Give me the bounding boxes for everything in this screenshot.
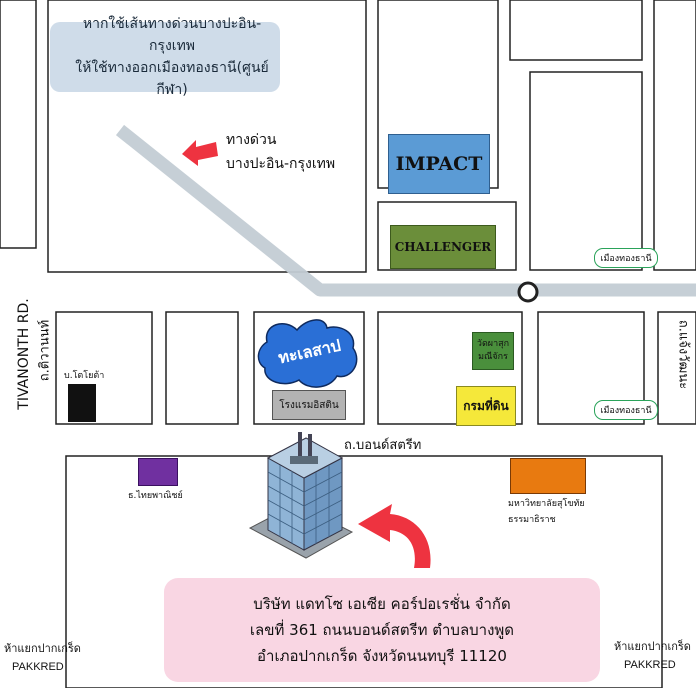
muangthong-sign-top: เมืองทองธานี [594, 248, 658, 268]
company-name: บริษัท แดทโซ เอเซีย คอร์ปอเรชั่น จำกัด [253, 595, 511, 613]
block [657, 311, 696, 425]
stou-label: มหาวิทยาลัยสุโขทัย ธรรมาธิราช [508, 496, 585, 528]
impact-building: IMPACT [388, 134, 490, 194]
expressway-note: หากใช้เส้นทางด่วนบางปะอิน-กรุงเทพ ให้ใช้… [50, 16, 280, 98]
challenger-building: CHALLENGER [390, 225, 496, 269]
block [0, 0, 37, 249]
office-building-icon [248, 432, 354, 559]
expressway-arrow-icon [182, 140, 218, 166]
roundabout-icon [517, 281, 539, 303]
stou-building [510, 458, 586, 494]
land-dept-building: กรมที่ดิน [456, 386, 516, 426]
junction-right-en: PAKKRED [624, 659, 676, 671]
company-address-box: บริษัท แดทโซ เอเซีย คอร์ปอเรชั่น จำกัด เ… [164, 578, 600, 682]
tivanon-road-th: ถ.ติวานนท์ [37, 319, 53, 382]
junction-right-th: ห้าแยกปากเกร็ด [614, 640, 691, 653]
block [165, 311, 239, 425]
toyota-building [68, 384, 96, 422]
temple-label-line1: วัดผาสุก [476, 339, 510, 349]
temple-label-line2: มณีจักร [478, 352, 508, 362]
muangthong-label: เมืองทองธานี [600, 406, 652, 416]
expressway-label-line2: บางปะอิน-กรุงเทพ [226, 156, 336, 172]
block [537, 311, 645, 425]
block [653, 0, 696, 271]
expressway-note-line1: หากใช้เส้นทางด่วนบางปะอิน-กรุงเทพ [82, 16, 262, 54]
expressway-line [115, 124, 696, 297]
block [529, 71, 643, 271]
expressway-note-line2: ให้ใช้ทางออกเมืองทองธานี(ศูนย์กีฬา) [75, 60, 269, 98]
lake-shape [257, 319, 358, 388]
changwattana-road: ถ.แจ้งวัฒนะ [675, 319, 691, 390]
expressway-label-line1: ทางด่วน [226, 132, 277, 148]
junction-right: ห้าแยกปากเกร็ด PAKKRED [614, 638, 691, 674]
temple-building: วัดผาสุก มณีจักร [472, 332, 514, 370]
hotel-building: โรงแรมอิสติน [272, 390, 346, 420]
scb-label: ธ.ไทยพาณิชย์ [128, 491, 183, 501]
stou-label-line2: ธรรมาธิราช [508, 515, 556, 525]
scb-building [138, 458, 178, 486]
bond-street-road: ถ.บอนด์สตรีท [344, 438, 422, 453]
land-dept-label: กรมที่ดิน [463, 398, 509, 413]
stou-label-line1: มหาวิทยาลัยสุโขทัย [508, 499, 585, 509]
destination-arrow-icon [358, 504, 431, 568]
company-address-line2: อำเภอปากเกร็ด จังหวัดนนทบุรี 11120 [257, 647, 507, 665]
toyota-label: บ.โตโยต้า [64, 371, 105, 381]
company-address-line1: เลขที่ 361 ถนนบอนด์สตรีท ตำบลบางพูด [249, 621, 515, 639]
block [509, 0, 643, 61]
muangthong-sign-right: เมืองทองธานี [594, 400, 658, 420]
muangthong-label: เมืองทองธานี [600, 254, 652, 264]
junction-left-en: PAKKRED [12, 661, 64, 673]
tivanon-road-en: TIVANONTH RD. [16, 298, 32, 410]
impact-label: IMPACT [395, 153, 483, 175]
hotel-label: โรงแรมอิสติน [279, 399, 339, 411]
junction-left: ห้าแยกปากเกร็ด PAKKRED [4, 640, 81, 676]
expressway-label: ทางด่วน บางปะอิน-กรุงเทพ [226, 128, 335, 176]
challenger-label: CHALLENGER [394, 240, 492, 254]
junction-left-th: ห้าแยกปากเกร็ด [4, 642, 81, 655]
